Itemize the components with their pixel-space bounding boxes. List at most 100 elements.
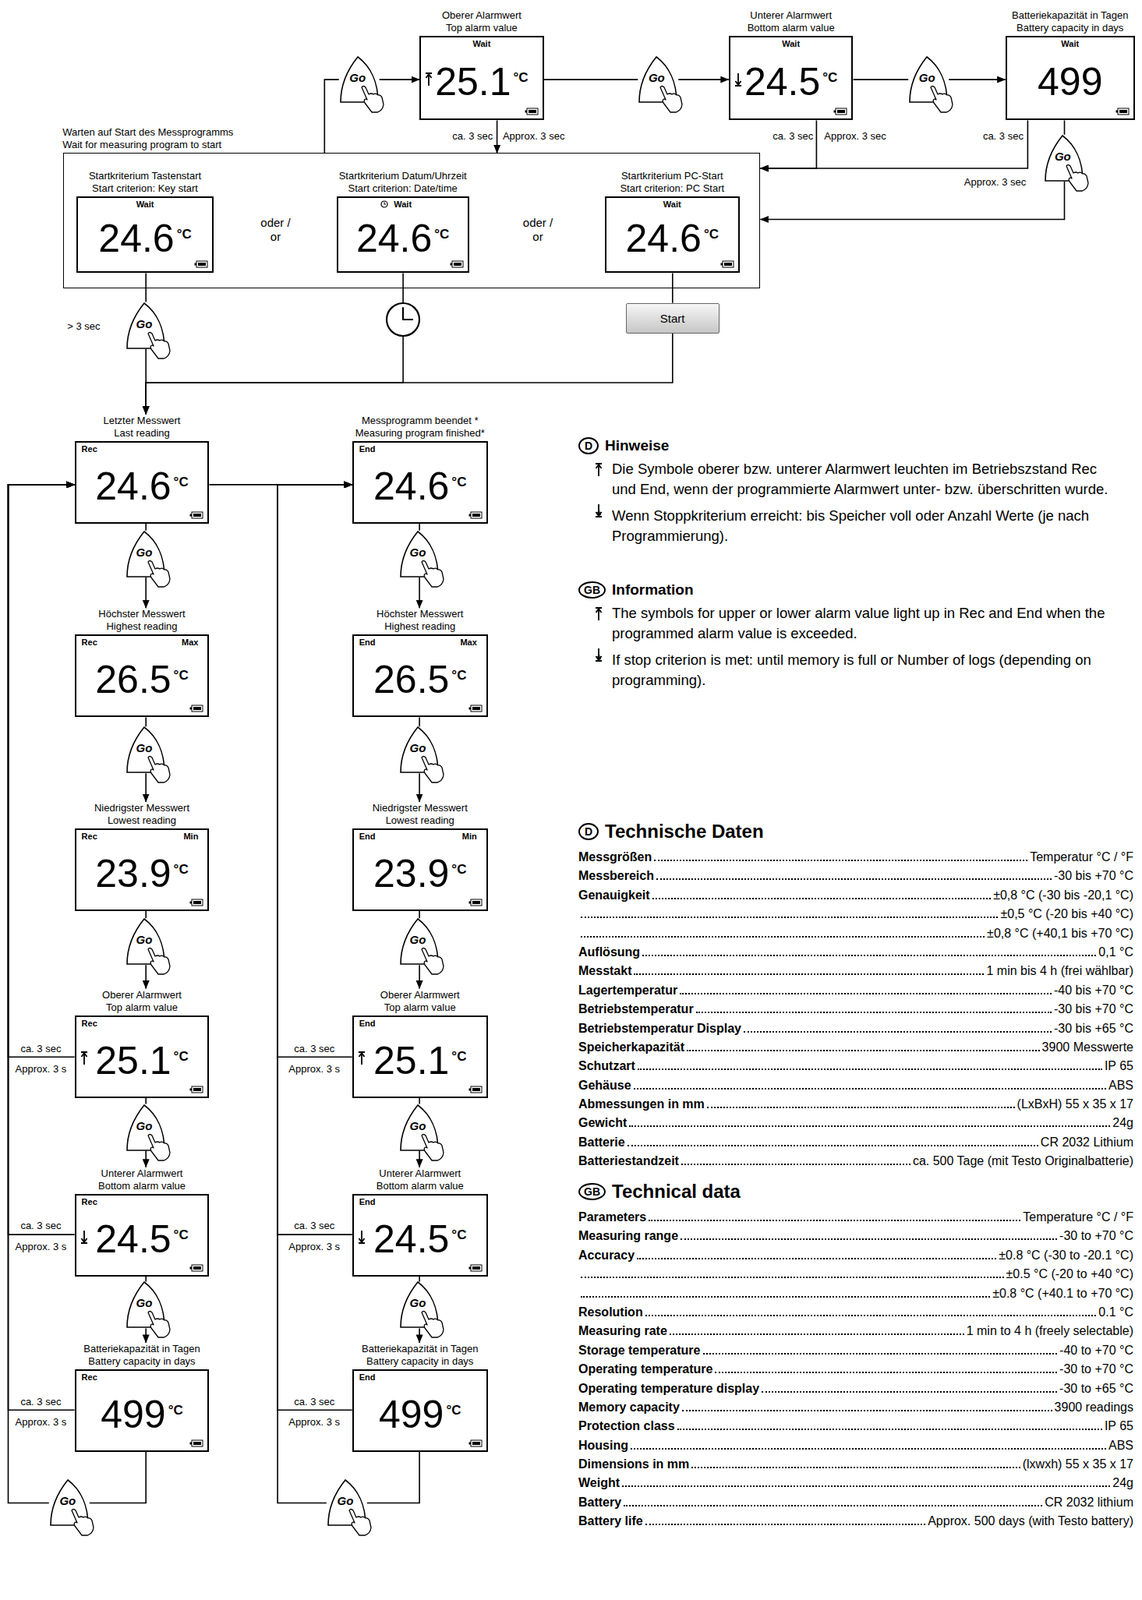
connector	[144, 1151, 147, 1168]
annotation: Approx. 3 sec	[501, 130, 567, 142]
heading-de: Unterer Alarmwert	[376, 1167, 464, 1181]
battery-body	[191, 1265, 203, 1272]
heading-en: Start criterion: Date/time	[339, 182, 467, 195]
annotation: Approx. 3 s	[14, 1415, 69, 1428]
go-button: Go	[399, 918, 440, 966]
battery-tip	[190, 1266, 193, 1270]
tech-row: Dimensions in mm(lxwxh) 55 x 35 x 17	[578, 1455, 1134, 1475]
tech-row: Gewicht24g	[578, 1113, 1134, 1133]
heading-de: Messprogramm beendet *	[355, 414, 485, 428]
spec-name: Betriebstemperatur	[578, 1000, 694, 1019]
go-label: Go	[125, 933, 163, 947]
battery-symbol	[468, 898, 483, 907]
connector	[418, 911, 421, 919]
lcd-node: Höchster MesswertHighest readingRecMax26…	[74, 608, 210, 718]
alarm-symbol	[80, 1050, 89, 1067]
spec-name: Protection class	[578, 1417, 676, 1436]
pressing-hand	[1066, 164, 1089, 191]
go-label: Go	[637, 70, 676, 85]
battery-tip	[190, 707, 193, 711]
lcd-display: Wait24.6°C	[604, 196, 740, 273]
lcd-readout: 24.6°C	[77, 208, 213, 269]
battery-tip	[468, 1266, 471, 1270]
battery-tip	[468, 1442, 471, 1445]
connector	[144, 1098, 147, 1105]
battery-tip	[190, 513, 193, 517]
lcd-digits: 24.6	[356, 219, 432, 259]
lcd-readout: 499°C	[76, 1382, 209, 1448]
pressing-hand	[349, 1509, 372, 1537]
note-head: GBInformation	[578, 581, 1136, 599]
lcd-digits: 24.5	[373, 1219, 450, 1259]
footnote-star: *	[596, 505, 602, 527]
lcd-mode: End	[359, 444, 376, 455]
connector	[418, 773, 421, 803]
spec-name: Memory capacity	[578, 1398, 680, 1418]
note-title: Information	[611, 581, 694, 599]
connector	[418, 1328, 421, 1344]
spec-value: 24g	[1112, 1474, 1134, 1493]
battery-charge	[193, 1266, 202, 1270]
edge-label: ca. 3 sec	[18, 1395, 63, 1408]
spec-value: -40 to +70 °C	[1059, 1341, 1134, 1361]
lcd-display: Wait24.6°C	[336, 196, 470, 273]
go-button: Go	[49, 1479, 90, 1527]
band-heading-en: Wait for measuring program to start	[62, 138, 234, 152]
battery-tip	[449, 263, 453, 266]
lcd-unit: °C	[173, 1049, 189, 1065]
heading-de: Oberer Alarmwert	[102, 989, 182, 1002]
battery-charge	[1119, 109, 1128, 114]
lcd-node: Messprogramm beendet *Measuring program …	[352, 414, 488, 524]
heading-en: Battery capacity in days	[83, 1355, 200, 1369]
footnote-text: Wenn Stoppkriterium erreicht: bis Speich…	[611, 505, 1111, 547]
spec-value: 1 min bis 4 h (frei wählbar)	[986, 961, 1134, 981]
alarm-symbol	[734, 71, 743, 88]
spec-value: ±0,8 °C (+40,1 bis +70 °C)	[986, 924, 1134, 944]
go-label: Go	[1043, 149, 1082, 163]
lcd-mode: End	[359, 637, 376, 648]
spec-name: Storage temperature	[578, 1341, 701, 1361]
heading-holder: Niedrigster MesswertLowest reading	[94, 802, 190, 828]
footnote-star: *	[596, 650, 602, 671]
go-button: Go	[339, 56, 380, 103]
lcd-digits: 23.9	[373, 854, 450, 894]
connector	[418, 717, 421, 727]
heading-en: Battery capacity in days	[1011, 21, 1128, 35]
note-title: Hinweise	[604, 437, 669, 455]
heading-de: Batteriekapazität in Tagen	[1011, 9, 1128, 22]
dot-leader	[669, 1333, 965, 1336]
tech-row: ±0.5 °C (-20 to +40 °C)	[578, 1265, 1134, 1284]
heading-de: Unterer Alarmwert	[747, 9, 835, 22]
lcd-unit: °C	[451, 1049, 467, 1065]
battery-symbol	[189, 1439, 204, 1448]
spec-value: -30 bis +70 °C	[1053, 866, 1134, 886]
edge-label: ca. 3 sec	[292, 1395, 336, 1408]
spec-name: Abmessungen in mm	[578, 1095, 705, 1114]
connector	[277, 484, 353, 1411]
lcd-display: EndMin23.9°C	[352, 828, 488, 912]
dot-leader	[629, 1125, 1111, 1128]
tech-row: Operating temperature display-30 to +65 …	[578, 1379, 1134, 1399]
battery-tip	[190, 1088, 193, 1091]
tech-row: Auflösung0,1 °C	[578, 943, 1134, 962]
battery-charge	[193, 901, 202, 905]
lcd-node: Niedrigster MesswertLowest readingEndMin…	[352, 802, 488, 912]
dot-leader	[645, 1523, 926, 1526]
battery-symbol	[468, 1085, 483, 1094]
pressing-hand	[148, 948, 170, 976]
battery-tip	[720, 263, 723, 266]
battery-tip	[468, 1088, 471, 1091]
lcd-digits: 25.1	[434, 62, 511, 102]
lcd-mode: Wait	[606, 199, 739, 210]
lcd-display: End24.6°C	[352, 441, 488, 524]
tech-row: Resolution0.1 °C	[578, 1303, 1134, 1323]
heading-holder: Batteriekapazität in TagenBattery capaci…	[1011, 9, 1128, 35]
spec-name: Auflösung	[578, 943, 640, 962]
battery-body	[1117, 108, 1129, 115]
alarm-symbol	[594, 606, 603, 623]
lcd-digits: 25.1	[373, 1041, 450, 1081]
go-button: Go	[125, 1104, 167, 1152]
alarm-arrow	[595, 608, 602, 621]
battery-symbol	[524, 107, 539, 116]
lcd-unit: °C	[168, 1403, 184, 1419]
